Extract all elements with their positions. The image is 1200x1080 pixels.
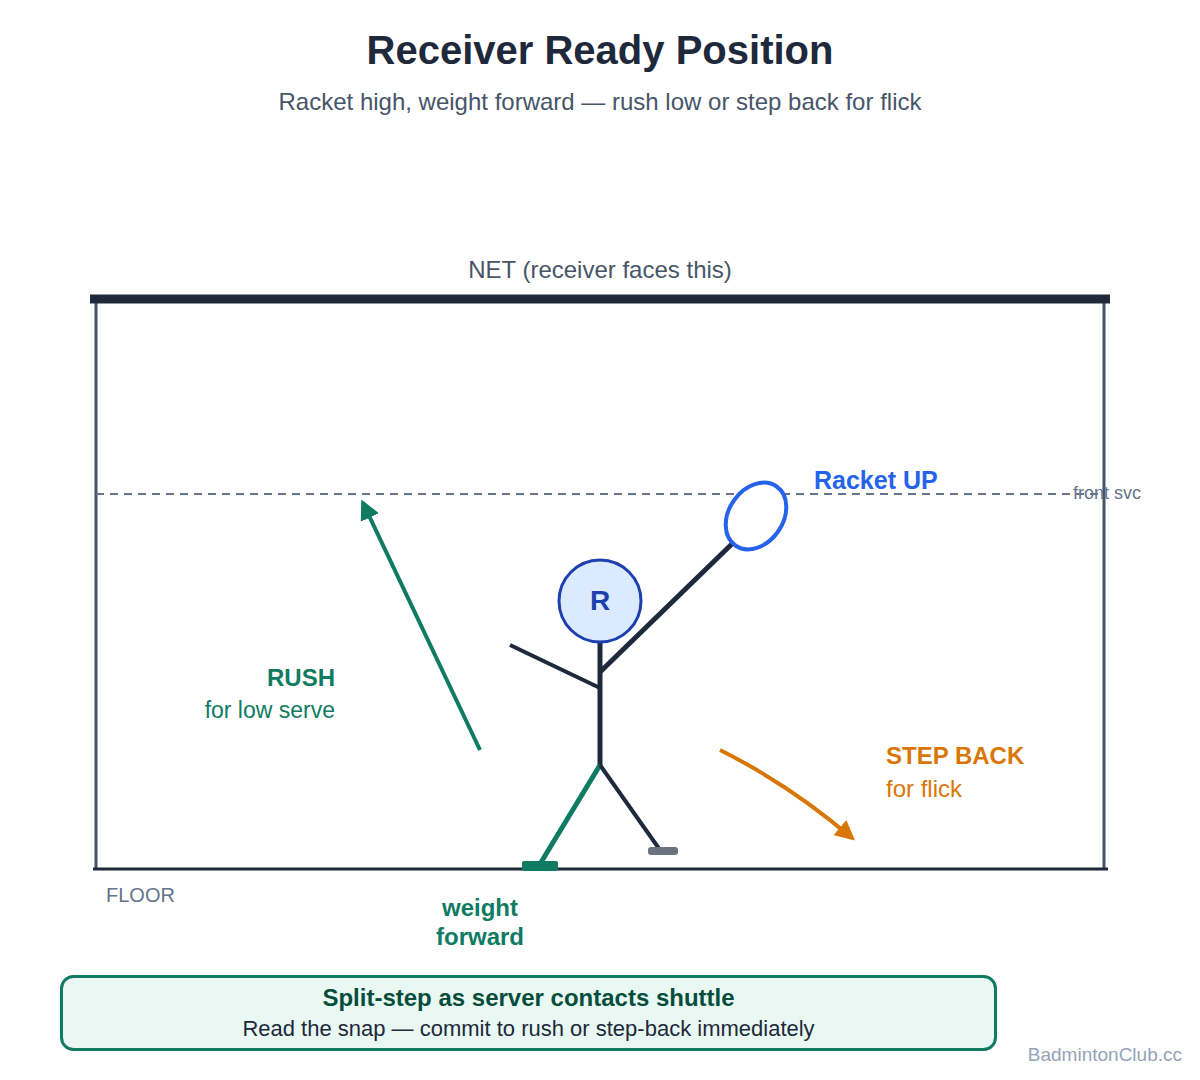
step-back-note: for flick [886, 775, 962, 804]
front-leg [540, 765, 600, 864]
node-heading: R [590, 582, 610, 620]
racket-head [713, 471, 799, 561]
weight-label: weight forward [415, 894, 545, 952]
head-circle: R [557, 558, 643, 644]
node-heading: Split-step as server contacts shuttle [322, 982, 734, 1014]
service-line [96, 493, 1104, 495]
net-line [90, 295, 1110, 304]
step-back-label: STEP BACK [886, 742, 1024, 771]
racket-label: Racket UP [814, 465, 938, 495]
stick-body [598, 643, 603, 766]
front-foot [522, 861, 558, 871]
callout-box: Split-step as server contacts shuttleRea… [60, 975, 997, 1051]
node-body: Read the snap — commit to rush or step-b… [242, 1014, 814, 1044]
stick-arm [510, 645, 600, 688]
net-label: NET (receiver faces this) [468, 256, 732, 285]
diagram-title: Receiver Ready Position [367, 26, 834, 74]
rush-note: for low serve [205, 697, 335, 725]
head-outline [559, 560, 641, 642]
court-side [95, 300, 98, 868]
back-foot [648, 847, 678, 855]
callout-outline [62, 977, 996, 1050]
watermark: BadmintonClub.cc [1028, 1044, 1182, 1067]
rush-label: RUSH [267, 664, 335, 693]
rush-arrow [363, 503, 480, 750]
subtitle: Racket high, weight forward — rush low o… [279, 88, 922, 117]
step-back-arrow [720, 750, 852, 838]
floor-line [93, 868, 1108, 871]
floor-label: FLOOR [106, 883, 175, 907]
court-side [1103, 300, 1106, 868]
service-line-label: front svc [1073, 483, 1141, 505]
back-leg [600, 765, 660, 850]
